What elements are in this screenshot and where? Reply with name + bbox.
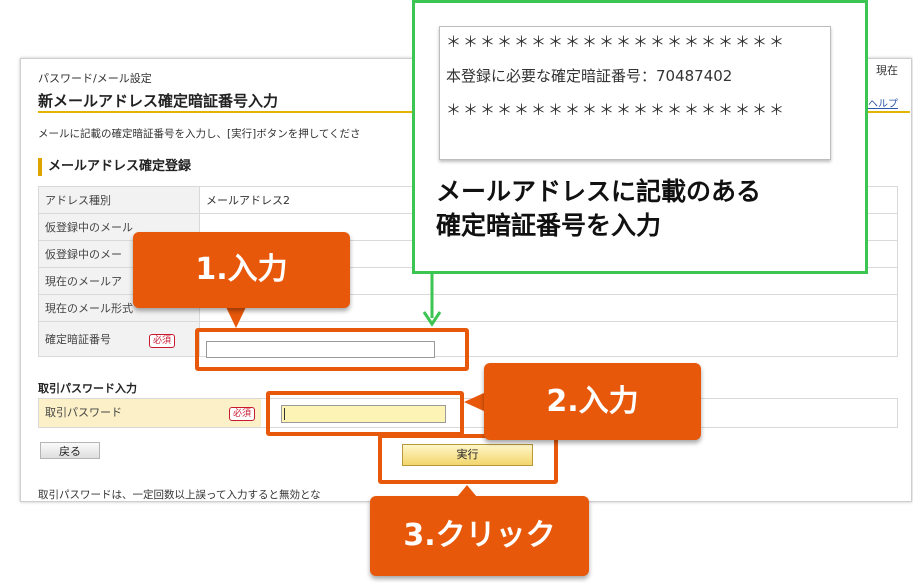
required-badge: 必須 (149, 333, 176, 348)
email-cut-text (460, 148, 800, 158)
required-badge: 必須 (229, 407, 256, 421)
highlight-password-input (266, 391, 464, 436)
confirmation-code-input[interactable] (206, 341, 435, 358)
password-row: 取引パスワード 必須 (38, 398, 898, 428)
breadcrumb: パスワード/メール設定 (38, 72, 152, 85)
step1-callout: 1.入力 (133, 232, 350, 308)
row-label: 仮登録中のメール (38, 213, 200, 241)
highlight-code-input (195, 328, 469, 371)
trade-password-input[interactable] (281, 405, 446, 423)
code-label-cell: 確定暗証番号 必須 (38, 321, 200, 357)
instruction-text: メールに記載の確定暗証番号を入力し、[実行]ボタンを押してくださ (38, 128, 361, 140)
explanation-line-2: 確定暗証番号を入力 (436, 211, 662, 240)
text-caret (284, 408, 285, 420)
row-value (199, 294, 898, 322)
page-title: 新メールアドレス確定暗証番号入力 (38, 92, 279, 110)
email-explanation-text: メールアドレスに記載のある 確定暗証番号を入力 (436, 175, 761, 243)
explanation-line-1: メールアドレスに記載のある (436, 177, 762, 206)
back-button[interactable]: 戻る (40, 442, 100, 459)
execute-button[interactable]: 実行 (402, 444, 533, 466)
code-label: 確定暗証番号 (45, 332, 111, 346)
help-link[interactable]: ヘルプ (868, 99, 898, 110)
current-label: 現在 (876, 64, 898, 77)
email-separator-bottom: ＊＊＊＊＊＊＊＊＊＊＊＊＊＊＊＊＊＊＊＊ (446, 101, 787, 119)
highlight-execute-button (378, 434, 558, 484)
email-code-line: 本登録に必要な確定暗証番号：70487402 (446, 67, 733, 85)
email-excerpt: ＊＊＊＊＊＊＊＊＊＊＊＊＊＊＊＊＊＊＊＊ 本登録に必要な確定暗証番号：70487… (439, 26, 831, 160)
step3-callout: 3.クリック (370, 496, 589, 576)
email-separator-top: ＊＊＊＊＊＊＊＊＊＊＊＊＊＊＊＊＊＊＊＊ (446, 33, 787, 51)
code-input-cell (199, 321, 898, 357)
table-row-code: 確定暗証番号 必須 (38, 321, 898, 357)
password-section-title: 取引パスワード入力 (38, 382, 137, 395)
row-label: アドレス種別 (38, 186, 200, 214)
password-label: 取引パスワード (45, 406, 122, 419)
footer-note: 取引パスワードは、一定回数以上誤って入力すると無効とな (38, 489, 321, 501)
step2-callout: 2.入力 (484, 363, 701, 440)
password-label-cell: 取引パスワード 必須 (39, 399, 261, 427)
section-title: メールアドレス確定登録 (38, 158, 191, 176)
table-row: 現在のメール形式 (38, 294, 898, 322)
